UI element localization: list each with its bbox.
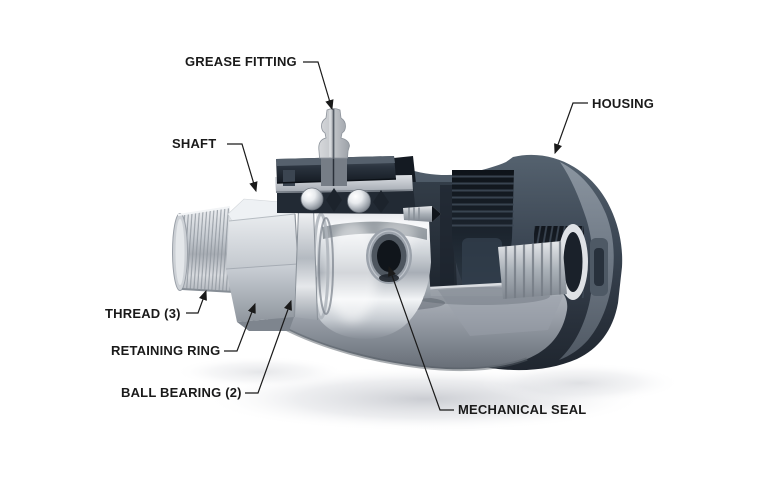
shaft-thread-part: [172, 206, 235, 293]
label-thread: THREAD (3): [105, 306, 181, 321]
internal-spline-shaft: [498, 241, 567, 299]
label-retaining-ring: RETAINING RING: [111, 343, 221, 358]
mechanical-seal-area: [366, 228, 412, 284]
leader-lines: [186, 61, 588, 411]
label-ball-bearing: BALL BEARING (2): [121, 385, 242, 400]
leader-grease-fitting: [303, 61, 334, 111]
leader-ball-bearing: [245, 299, 292, 394]
grease-fitting-part: [318, 108, 350, 159]
ball-bearing-sphere: [347, 189, 371, 213]
label-grease-fitting: GREASE FITTING: [185, 54, 297, 69]
ball-bearings-part: [275, 150, 441, 222]
leader-thread: [186, 289, 207, 314]
grease-port-threads: [452, 170, 514, 294]
leader-housing: [554, 102, 588, 155]
side-plug-pin: [403, 206, 441, 222]
hex-flange-part: [225, 198, 318, 331]
leader-retaining-ring: [224, 302, 256, 352]
leader-shaft: [227, 143, 258, 193]
ball-bearing-sphere: [300, 187, 324, 211]
label-shaft: SHAFT: [172, 136, 217, 151]
label-mechanical-seal: MECHANICAL SEAL: [458, 402, 587, 417]
label-housing: HOUSING: [592, 96, 655, 111]
leader-mechanical-seal: [388, 265, 454, 411]
